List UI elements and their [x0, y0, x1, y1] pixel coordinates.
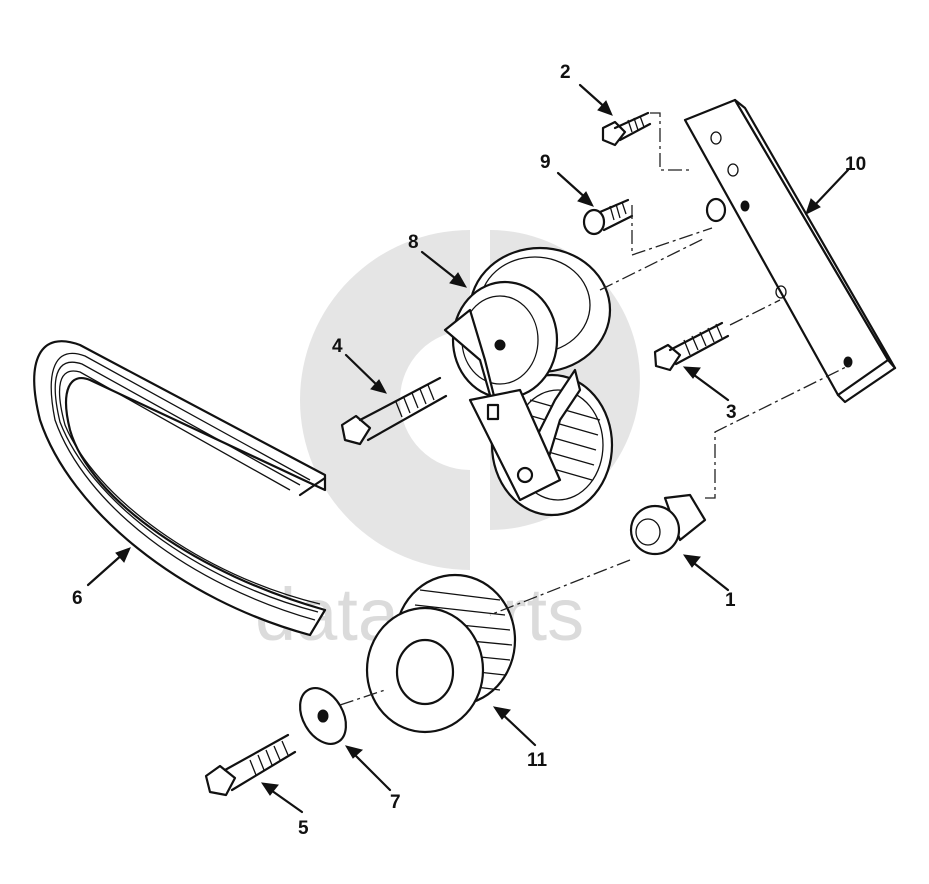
spacer	[629, 493, 707, 556]
callout-9: 9	[540, 152, 551, 173]
capscrew-3	[653, 321, 730, 372]
idler-pulley	[365, 573, 517, 734]
callout-7: 7	[390, 792, 401, 813]
washer	[298, 687, 348, 745]
callout-11: 11	[527, 750, 548, 771]
callout-6: 6	[72, 588, 83, 609]
drive-belt	[33, 340, 327, 637]
capscrew-4	[340, 376, 448, 446]
callout-4: 4	[332, 336, 343, 357]
belt-tensioner	[443, 246, 614, 517]
capscrew-9	[582, 198, 634, 236]
callout-2: 2	[560, 62, 571, 83]
callout-10: 10	[845, 154, 866, 175]
callout-3: 3	[726, 402, 737, 423]
callout-5: 5	[298, 818, 309, 839]
capscrew-5	[204, 733, 297, 797]
capscrew-2	[601, 111, 652, 147]
center-lines	[339, 112, 851, 706]
callout-1: 1	[725, 590, 736, 611]
callout-8: 8	[408, 232, 419, 253]
mounting-bracket	[683, 98, 897, 404]
leader-arrows	[86, 83, 850, 814]
